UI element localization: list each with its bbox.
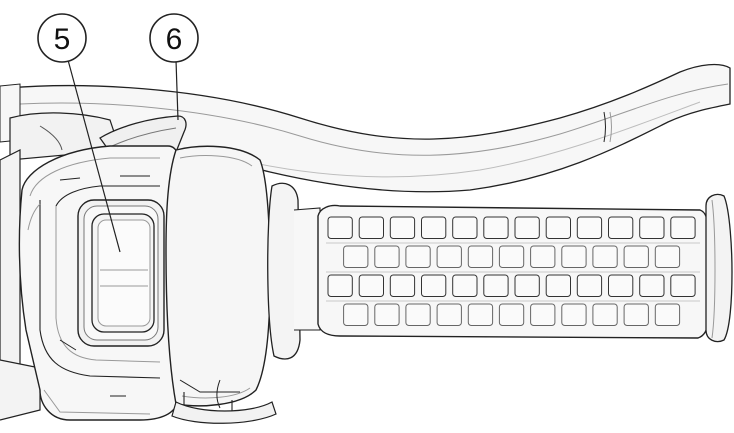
grip-texture-block — [592, 303, 618, 326]
callout-6: 6 — [149, 13, 199, 63]
grip-texture-block — [343, 303, 369, 326]
grip-texture-block — [608, 216, 634, 239]
grip-texture-block — [561, 303, 587, 326]
grip-end-flange — [705, 193, 733, 343]
grip-texture — [326, 216, 700, 326]
grip-texture-block — [389, 274, 416, 297]
grip-texture-block — [576, 274, 603, 297]
grip-texture-block — [436, 245, 462, 268]
grip-texture-block — [436, 303, 462, 326]
grip-texture-block — [452, 274, 478, 297]
grip-texture-block — [374, 245, 400, 268]
grip-inner-flange — [267, 182, 321, 360]
grip-texture-block — [639, 274, 665, 297]
hand-grip — [317, 204, 709, 339]
grip-texture-block — [358, 274, 385, 297]
grip-texture-block — [576, 216, 603, 239]
grip-texture-block — [483, 216, 509, 239]
grip-texture-block — [514, 216, 540, 239]
grip-texture-block — [467, 245, 494, 268]
grip-texture-block — [498, 245, 525, 268]
grip-texture-block — [389, 216, 416, 239]
grip-texture-block — [358, 216, 385, 239]
callout-5-label: 5 — [54, 23, 71, 56]
grip-texture-block — [421, 216, 447, 239]
grip-texture-block — [327, 274, 353, 297]
grip-texture-block — [514, 274, 540, 297]
grip-texture-block — [530, 303, 556, 326]
grip-texture-block — [545, 216, 572, 239]
grip-texture-block — [483, 274, 509, 297]
grip-texture-block — [654, 245, 681, 268]
grip-texture-block — [623, 303, 649, 326]
grip-texture-block — [405, 245, 431, 268]
lever-mount — [0, 112, 121, 421]
grip-texture-block — [608, 274, 634, 297]
grip-texture-block — [639, 216, 665, 239]
leader-line-5 — [67, 59, 121, 253]
grip-texture-block — [561, 245, 587, 268]
grip-texture-block — [498, 303, 525, 326]
grip-texture-block — [623, 245, 649, 268]
grip-texture-block — [654, 303, 681, 326]
grip-texture-block — [670, 274, 696, 297]
grip-texture-block — [670, 216, 696, 239]
callout-5: 5 — [37, 13, 87, 63]
throttle-housing — [165, 145, 277, 424]
grip-texture-block — [327, 216, 353, 239]
grip-texture-block — [530, 245, 556, 268]
brake-lever — [0, 63, 731, 193]
grip-texture-block — [421, 274, 447, 297]
grip-texture-block — [405, 303, 431, 326]
grip-texture-block — [545, 274, 572, 297]
grip-texture-block — [343, 245, 369, 268]
grip-texture-block — [452, 216, 478, 239]
grip-texture-block — [374, 303, 400, 326]
switch-button — [77, 199, 165, 347]
callout-6-label: 6 — [166, 23, 183, 56]
leader-line-6 — [175, 59, 179, 121]
grip-texture-block — [592, 245, 618, 268]
grip-texture-block — [467, 303, 494, 326]
